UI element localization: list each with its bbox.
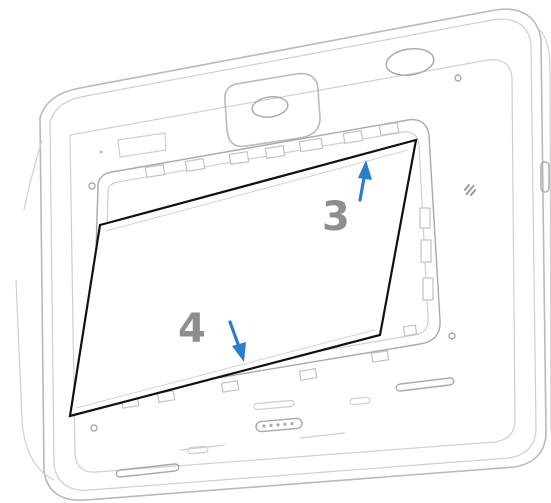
battery-pack: [68, 138, 418, 418]
arrow-down-icon: [228, 320, 246, 362]
pogo-pin-connector: [255, 417, 303, 433]
step-3-callout: 3: [322, 160, 372, 240]
tablet-housing: [15, 8, 551, 502]
battery-compartment: [91, 118, 441, 409]
brand-logo-icon: [463, 183, 477, 197]
step-4-number: 4: [178, 306, 206, 352]
arrow-up-icon: [358, 160, 372, 202]
step-3-number: 3: [322, 194, 350, 240]
step-4-callout: 4: [178, 306, 246, 362]
